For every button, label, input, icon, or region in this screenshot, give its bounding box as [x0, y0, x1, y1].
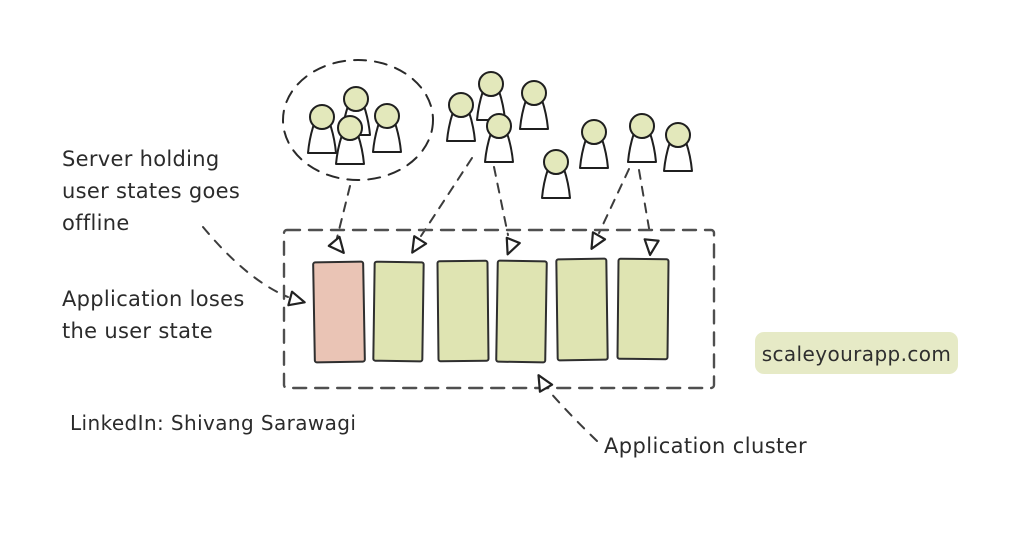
user-icon: [476, 71, 506, 121]
user-icon: [372, 103, 402, 153]
server-node: [616, 257, 670, 361]
arrowhead-icon: [327, 235, 345, 254]
dashed-connector: [202, 226, 289, 298]
arrowhead-icon: [411, 235, 428, 254]
dashed-connector: [598, 168, 630, 234]
user-icon: [663, 122, 693, 172]
server-node: [372, 260, 425, 363]
arrowhead-icon: [643, 238, 660, 257]
user-icon: [579, 119, 609, 169]
dashed-connector: [420, 157, 473, 237]
label-line: user states goes: [62, 179, 241, 203]
dashed-connector: [336, 185, 351, 239]
label-server-offline: Server holding user states goes offline: [62, 143, 240, 239]
site-badge: [755, 332, 958, 374]
user-icon: [307, 104, 337, 154]
user-icon: [446, 92, 476, 142]
dashed-connector: [638, 169, 651, 235]
server-node: [436, 259, 490, 363]
label-line: Application loses: [62, 287, 245, 311]
user-icon: [541, 149, 571, 199]
user-icon: [627, 113, 657, 163]
arrowhead-icon: [537, 374, 554, 393]
server-node: [495, 259, 548, 364]
label-application-cluster: Application cluster: [604, 434, 808, 458]
label-app-loses-state: Application loses the user state: [62, 283, 245, 347]
label-line: Server holding: [62, 147, 220, 171]
author-credit: LinkedIn: Shivang Sarawagi: [70, 411, 357, 435]
user-icon: [335, 115, 365, 165]
user-icon: [484, 113, 514, 163]
dashed-connector: [493, 166, 509, 236]
server-node-offline: [312, 260, 366, 364]
dashed-connector: [548, 390, 598, 442]
server-node: [555, 257, 609, 362]
label-line: offline: [62, 211, 130, 235]
arrowhead-icon: [590, 231, 607, 250]
site-badge-label: scaleyourapp.com: [761, 341, 952, 366]
application-cluster-box: [282, 228, 716, 390]
user-group-outline: [282, 59, 434, 181]
arrowhead-icon: [287, 290, 306, 307]
label-line: the user state: [62, 319, 214, 343]
arrowhead-icon: [505, 236, 521, 256]
user-icon: [519, 80, 549, 130]
